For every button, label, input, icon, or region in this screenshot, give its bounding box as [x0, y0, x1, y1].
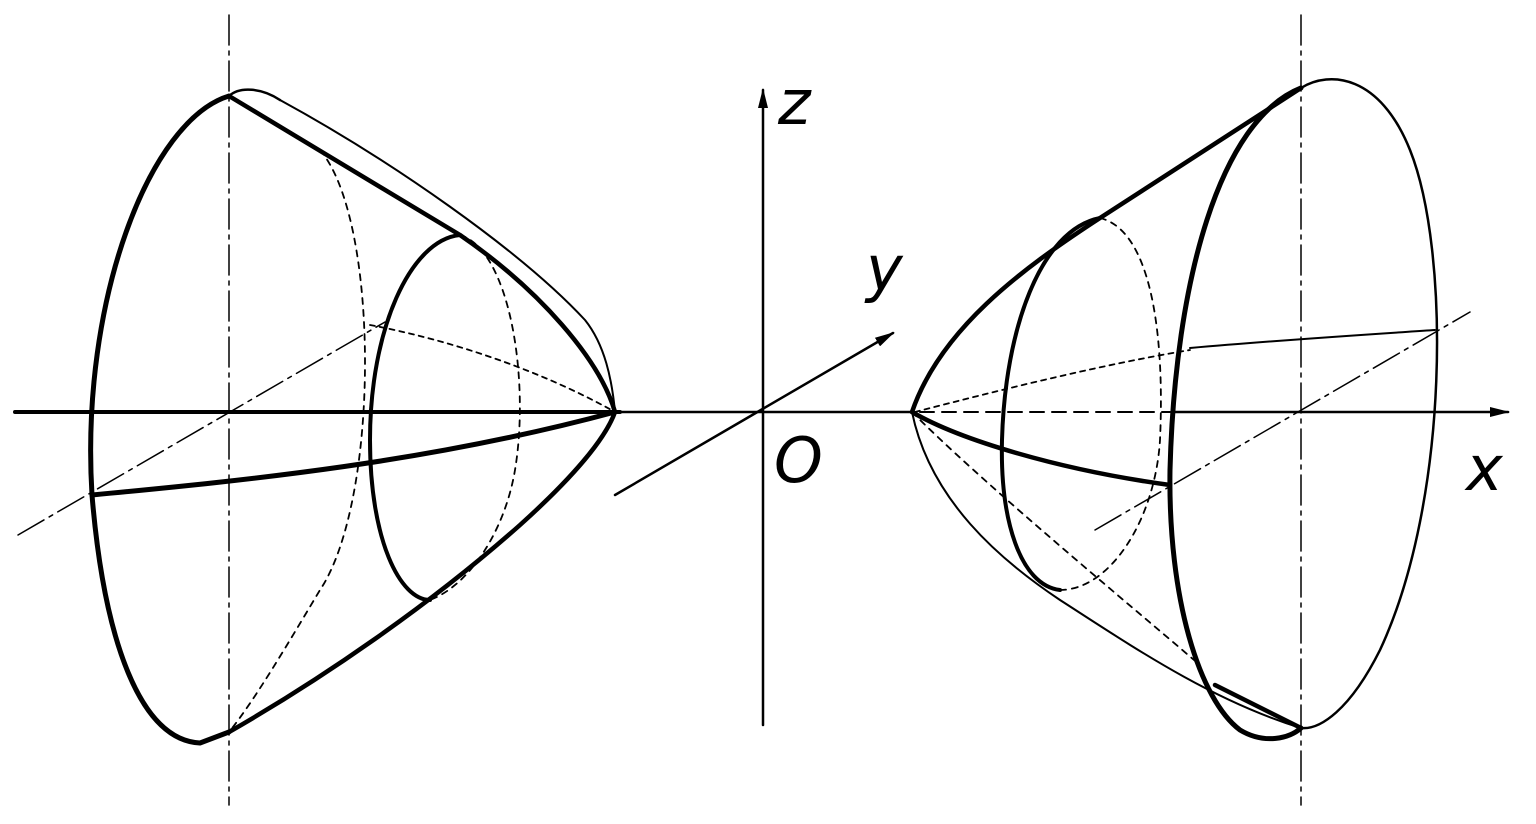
right-diagonal-centerline — [1094, 311, 1471, 531]
left-top-generator — [226, 93, 618, 415]
left-diagonal-centerline — [17, 321, 386, 536]
right-bottom-outline — [911, 411, 1302, 729]
left-mid-ellipse — [368, 233, 462, 602]
right-top-generator — [909, 85, 1304, 415]
left-middle-generator — [89, 409, 618, 498]
left-rim-front — [88, 93, 232, 746]
right-back-hidden — [914, 349, 1191, 413]
left-back-hidden-line — [369, 324, 616, 413]
right-mid-ellipse — [999, 216, 1102, 592]
right-back-line — [1189, 329, 1436, 349]
right-rim-front — [1167, 85, 1304, 742]
left-outer-rim-dashed — [228, 149, 366, 733]
z-axis-label: z — [778, 66, 811, 139]
x-axis-label: x — [1466, 432, 1503, 505]
left-bottom-generator — [226, 409, 618, 735]
left-rim-back — [227, 88, 282, 102]
y-axis — [613, 331, 895, 497]
origin-label: O — [774, 424, 823, 497]
left-top-outline — [279, 99, 616, 413]
right-bottom-hidden — [911, 411, 1201, 666]
right-bottom-generator — [1212, 682, 1304, 731]
right-middle-generator — [909, 409, 1173, 488]
right-mid-ellipse-hidden — [1059, 217, 1162, 591]
right-rim-outer — [1299, 78, 1439, 730]
y-axis-label: y — [866, 232, 903, 305]
left-mid-ellipse-hidden — [429, 234, 521, 601]
